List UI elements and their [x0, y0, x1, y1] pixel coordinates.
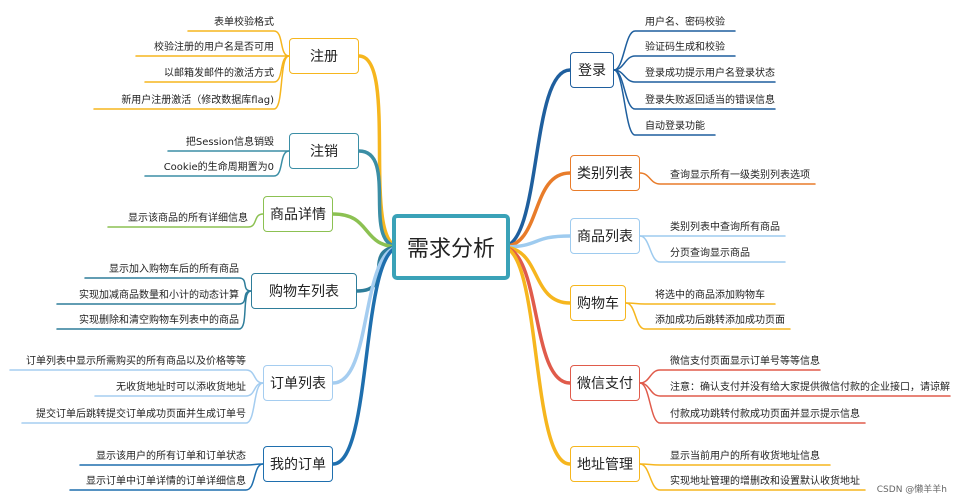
login-leaf-1: 用户名、密码校验	[645, 17, 725, 28]
cart-leaf-2: 添加成功后跳转添加成功页面	[655, 315, 785, 326]
branch-connector	[357, 54, 402, 249]
branch-connector	[331, 245, 402, 466]
branch-connector	[357, 149, 402, 249]
leaf-connector	[56, 290, 252, 330]
my-orders-leaf-1: 显示该用户的所有订单和订单状态	[96, 451, 246, 462]
leaf-connector	[613, 69, 716, 136]
cart-list-leaf-2: 实现加减商品数量和小计的动态计算	[79, 290, 239, 301]
address-leaf-1: 显示当前用户的所有收货地址信息	[670, 451, 820, 462]
leaf-connector	[69, 463, 264, 491]
leaf-connector	[639, 172, 816, 185]
leaf-connector	[639, 463, 831, 466]
leaf-connector	[639, 235, 786, 263]
login-leaf-4: 登录失败返回适当的错误信息	[645, 95, 775, 106]
cart-list-leaf-1: 显示加入购物车后的所有商品	[109, 264, 239, 275]
my-orders-leaf-2: 显示订单中订单详情的订单详细信息	[86, 476, 246, 487]
branch-node-my-orders[interactable]: 我的订单	[263, 446, 333, 482]
cart-list-leaf-3: 实现删除和清空购物车列表中的商品	[79, 315, 239, 326]
branch-connector	[500, 245, 572, 305]
product-list-leaf-1: 类别列表中查询所有商品	[670, 222, 780, 233]
logout-leaf-2: Cookie的生命周期置为0	[163, 162, 274, 173]
central-topic-node[interactable]: 需求分析	[392, 214, 510, 280]
product-detail-leaf-1: 显示该商品的所有详细信息	[128, 213, 248, 224]
leaf-connector	[79, 463, 264, 466]
branch-node-wechat-pay[interactable]: 微信支付	[570, 365, 640, 401]
cart-leaf-1: 将选中的商品添加购物车	[655, 290, 765, 301]
address-leaf-2: 实现地址管理的增删改和设置默认收货地址	[670, 476, 860, 487]
register-leaf-3: 以邮箱发邮件的激活方式	[164, 68, 274, 79]
leaf-connector	[21, 382, 264, 424]
order-list-leaf-2: 无收货地址时可以添收货地址	[116, 382, 246, 393]
branch-node-product-detail[interactable]: 商品详情	[263, 196, 333, 232]
logout-leaf-1: 把Session信息销毁	[185, 137, 274, 148]
login-leaf-2: 验证码生成和校验	[645, 42, 725, 53]
leaf-connector	[613, 55, 736, 71]
leaf-connector	[84, 277, 252, 292]
leaf-connector	[187, 30, 290, 57]
branch-node-login[interactable]: 登录	[570, 52, 614, 88]
branch-node-cart-list[interactable]: 购物车列表	[251, 273, 357, 309]
leaf-connector	[93, 55, 290, 110]
branch-node-register[interactable]: 注册	[289, 38, 359, 74]
login-leaf-5: 自动登录功能	[645, 121, 705, 132]
order-list-leaf-3: 提交订单后跳转提交订单成功页面并生成订单号	[36, 409, 246, 420]
product-list-leaf-2: 分页查询显示商品	[670, 248, 750, 259]
leaf-connector	[144, 150, 290, 177]
leaf-connector	[613, 30, 736, 71]
leaf-connector	[639, 382, 866, 424]
leaf-connector	[625, 302, 791, 330]
branch-connector	[500, 68, 572, 249]
branch-connector	[331, 212, 402, 249]
leaf-connector	[625, 302, 776, 305]
branch-node-logout[interactable]: 注销	[289, 133, 359, 169]
register-leaf-4: 新用户注册激活（修改数据库flag)	[121, 95, 274, 106]
branch-connector	[331, 245, 402, 385]
leaf-connector	[639, 463, 866, 491]
branch-node-category-list[interactable]: 类别列表	[570, 155, 640, 191]
category-list-leaf-1: 查询显示所有一级类别列表选项	[670, 170, 810, 181]
branch-connector	[500, 245, 572, 466]
branch-connector	[500, 171, 572, 249]
branch-node-cart[interactable]: 购物车	[570, 285, 626, 321]
leaf-connector	[639, 369, 821, 384]
order-list-leaf-1: 订单列表中显示所需购买的所有商品以及价格等等	[26, 356, 246, 367]
branch-connector	[500, 245, 572, 385]
wechat-pay-leaf-3: 付款成功跳转付款成功页面并显示提示信息	[670, 409, 860, 420]
wechat-pay-leaf-2: 注意：确认支付并没有给大家提供微信付款的企业接口，请谅解	[670, 382, 950, 393]
branch-node-order-list[interactable]: 订单列表	[263, 365, 333, 401]
wechat-pay-leaf-1: 微信支付页面显示订单号等等信息	[670, 356, 820, 367]
leaf-connector	[107, 213, 264, 228]
branch-node-product-list[interactable]: 商品列表	[570, 218, 640, 254]
leaf-connector	[9, 369, 264, 384]
login-leaf-3: 登录成功提示用户名登录状态	[645, 68, 775, 79]
register-leaf-2: 校验注册的用户名是否可用	[154, 42, 274, 53]
watermark-text: CSDN @懒羊羊h	[876, 485, 947, 495]
register-leaf-1: 表单校验格式	[214, 17, 274, 28]
branch-connector	[500, 234, 572, 249]
branch-node-address[interactable]: 地址管理	[570, 446, 640, 482]
